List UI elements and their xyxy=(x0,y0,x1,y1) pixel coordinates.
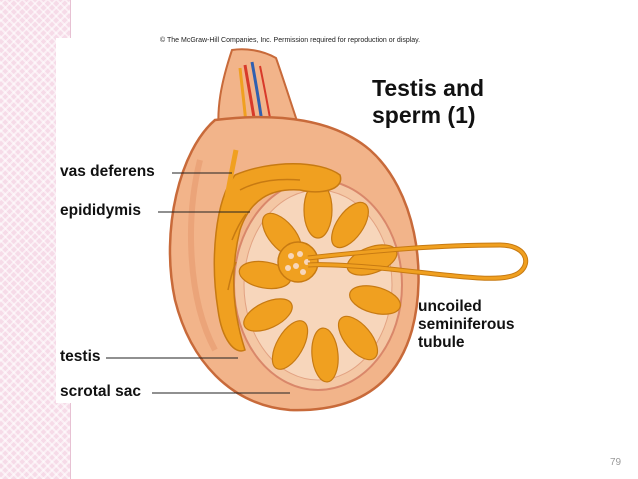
rete-testis xyxy=(277,241,319,283)
label-epididymis: epididymis xyxy=(60,202,141,219)
title-line-2: sperm (1) xyxy=(372,102,476,128)
label-uncoiled-line-3: tubule xyxy=(418,334,465,351)
label-uncoiled-tubule: uncoiled seminiferous tubule xyxy=(418,298,514,352)
seminiferous-lobules xyxy=(238,181,401,383)
epididymis xyxy=(213,163,342,352)
label-uncoiled-line-2: seminiferous xyxy=(418,316,515,333)
page-number: 79 xyxy=(610,457,622,468)
vas-deferens xyxy=(221,149,239,216)
label-scrotal-sac: scrotal sac xyxy=(60,383,141,400)
copyright-notice: © The McGraw-Hill Companies, Inc. Permis… xyxy=(160,37,421,44)
title-line-1: Testis and xyxy=(372,75,485,101)
label-uncoiled-line-1: uncoiled xyxy=(418,298,482,315)
label-testis: testis xyxy=(60,348,101,365)
label-vas-deferens: vas deferens xyxy=(60,163,155,180)
slide-title: Testis and sperm (1) xyxy=(372,75,484,129)
